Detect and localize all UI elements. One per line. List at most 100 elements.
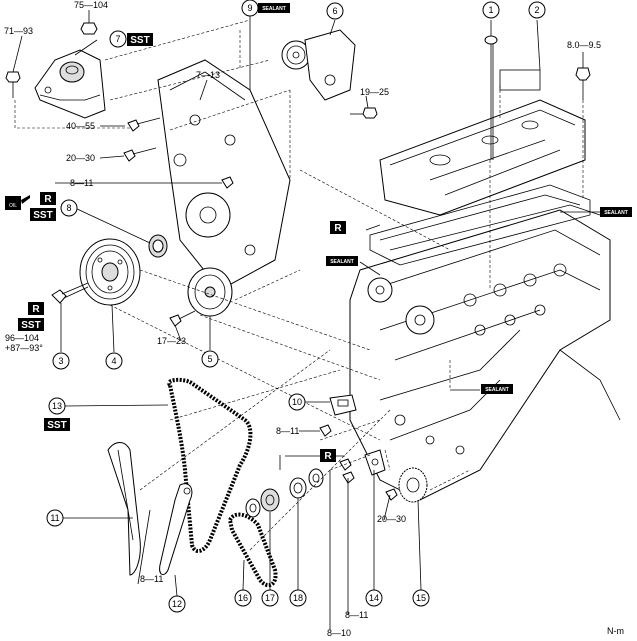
svg-text:1: 1 [488, 5, 493, 15]
torque-idler-bolt: 17—23 [157, 336, 186, 346]
svg-text:SEALANT: SEALANT [604, 210, 628, 216]
svg-text:R: R [44, 194, 52, 205]
sealant-tag-block-right: SEALANT [481, 384, 513, 394]
callout-15: 15 [412, 589, 430, 607]
svg-text:8: 8 [66, 203, 71, 213]
tensioner-bolt-lower [319, 424, 332, 437]
callout-17: 17 [261, 589, 279, 607]
mount-bolt [5, 71, 21, 98]
svg-text:17: 17 [265, 593, 275, 603]
torque-head-cover: 8.0—9.5 [567, 40, 601, 50]
svg-text:10: 10 [292, 397, 302, 407]
svg-text:2: 2 [534, 5, 539, 15]
torque-cover-bolt-b: 20—30 [66, 153, 95, 163]
svg-text:13: 13 [52, 401, 62, 411]
cylinder-head-cover [379, 69, 586, 216]
engine-front-cover [157, 59, 291, 291]
svg-text:SST: SST [21, 320, 40, 331]
sst-badge-seal: SST [30, 208, 56, 221]
hydraulic-chain-tensioner [329, 394, 357, 416]
sst-badge-pulley: SST [18, 318, 44, 331]
engine-mount-bracket [34, 49, 106, 119]
svg-text:3: 3 [58, 356, 63, 366]
front-oil-seal [148, 234, 168, 258]
callout-8: 8 [60, 199, 78, 217]
callout-12: 12 [168, 595, 186, 613]
svg-text:11: 11 [50, 513, 59, 523]
callout-4: 4 [105, 352, 123, 370]
torque-pump-tensioner: 8—11 [345, 610, 368, 620]
r-badge-seal: R [40, 192, 56, 205]
callout-9: 9 [241, 0, 259, 17]
assembly-guide-lines [14, 19, 584, 551]
callout-2: 2 [528, 1, 546, 19]
svg-text:18: 18 [293, 593, 303, 603]
svg-text:14: 14 [369, 593, 379, 603]
chain-guide [107, 442, 141, 576]
callout-6: 6 [326, 2, 344, 20]
r-badge-washers: R [320, 449, 336, 462]
svg-text:SEALANT: SEALANT [485, 387, 509, 393]
mount-nut [80, 22, 98, 35]
cylinder-head-and-block [349, 204, 621, 501]
oil-pump-chain [227, 512, 278, 588]
callout-5: 5 [201, 350, 219, 368]
idler-bolt [169, 310, 196, 327]
torque-tensioner-bolt: 19—25 [360, 87, 389, 97]
torque-mount-nut: 75—104 [74, 0, 108, 10]
timing-chain [167, 377, 253, 553]
torque-cover-bolt-c: 8—11 [70, 178, 93, 188]
pulley-lock-bolt [51, 282, 89, 304]
svg-text:6: 6 [332, 6, 337, 16]
svg-text:12: 12 [172, 599, 182, 609]
torque-cover-upper: 7—13 [196, 70, 220, 80]
tensioner-bolt [350, 107, 378, 119]
svg-text:16: 16 [238, 593, 248, 603]
torque-mount-bolt: 71—93 [4, 26, 33, 36]
svg-text:OIL: OIL [9, 203, 17, 209]
svg-text:15: 15 [416, 593, 426, 603]
svg-text:SEALANT: SEALANT [262, 6, 286, 12]
drive-belt-tensioner [281, 29, 356, 101]
oil-pump-chain-tensioner [364, 449, 386, 476]
cover-bolts [123, 117, 234, 189]
sst-badge-chain: SST [44, 418, 70, 431]
callout-14: 14 [365, 589, 383, 607]
svg-text:SST: SST [130, 35, 149, 46]
crankshaft-sprocket-washers [245, 468, 324, 518]
torque-pulley-angle: +87—93° [5, 343, 43, 353]
sealant-tag-head: SEALANT [600, 207, 632, 217]
unit-reference-code: N-m [607, 626, 624, 636]
callout-1: 1 [482, 1, 500, 19]
oil-can-icon: OIL [5, 195, 30, 210]
svg-text:4: 4 [111, 356, 116, 366]
r-badge-pulley: R [28, 302, 44, 315]
idler-pulley [187, 267, 233, 317]
oil-pump-sprocket [398, 467, 428, 503]
leader-lines [12, 10, 600, 630]
svg-text:5: 5 [207, 354, 212, 364]
svg-text:SEALANT: SEALANT [330, 259, 354, 265]
svg-text:7: 7 [115, 34, 120, 44]
sealant-tag-block-left: SEALANT [326, 256, 358, 266]
torque-pump-bolt: 8—10 [327, 628, 351, 638]
callout-11: 11 [46, 509, 64, 527]
torque-guide-bolt: 8—11 [140, 574, 163, 584]
callout-7: 7 [109, 30, 127, 48]
callout-16: 16 [234, 589, 252, 607]
crankshaft-pulley [79, 238, 141, 306]
callout-13: 13 [48, 397, 66, 415]
torque-pulley-bolt: 96—104 [5, 333, 39, 343]
bolt-cover [575, 67, 591, 100]
head-gasket-outline [369, 184, 591, 266]
svg-text:SST: SST [33, 210, 52, 221]
svg-text:R: R [334, 223, 342, 234]
chain-tensioner-arm [159, 483, 193, 576]
svg-text:R: R [324, 451, 332, 462]
callout-3: 3 [52, 352, 70, 370]
callout-18: 18 [289, 589, 307, 607]
svg-text:SST: SST [47, 420, 66, 431]
svg-text:R: R [32, 304, 40, 315]
